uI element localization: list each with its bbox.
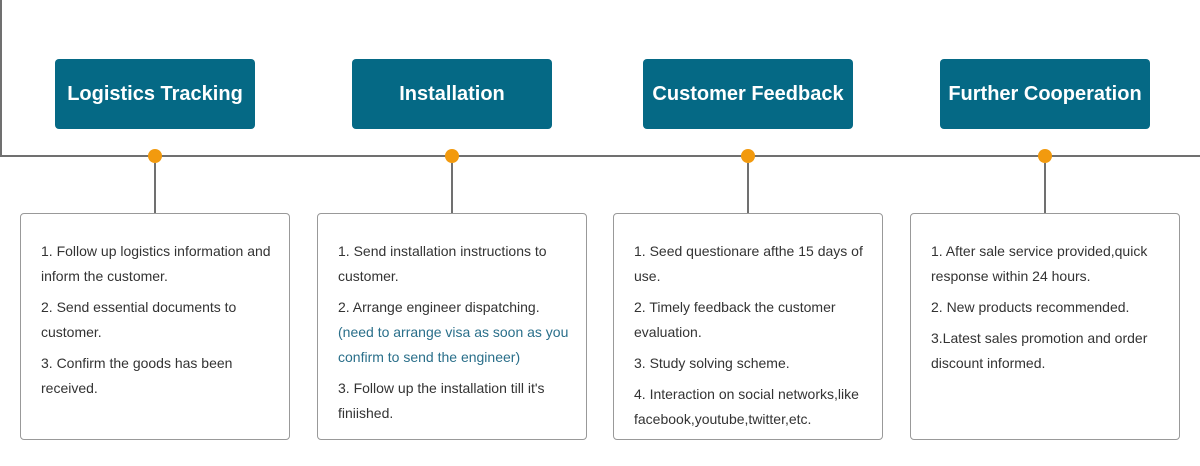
connector-line [747, 163, 749, 213]
list-item: 3.Latest sales promotion and order disco… [931, 330, 1148, 371]
list-item-text: 2. Arrange engineer dispatching. [338, 299, 540, 315]
visa-note: (need to arrange visa as soon as you con… [338, 324, 569, 365]
stage-card-logistics-tracking: 1. Follow up logistics information and i… [20, 213, 290, 440]
list-item: 2. Arrange engineer dispatching. (need t… [338, 295, 580, 370]
connector-line [154, 163, 156, 213]
stage-title-further-cooperation: Further Cooperation [940, 59, 1150, 129]
timeline-dot [445, 149, 459, 163]
list-item: 3. Study solving scheme. [634, 355, 790, 371]
timeline-dot [1038, 149, 1052, 163]
stage-card-customer-feedback: 1. Seed questionare afthe 15 days of use… [613, 213, 883, 440]
list-item: 2. Timely feedback the customer evaluati… [634, 299, 836, 340]
stage-title-logistics-tracking: Logistics Tracking [55, 59, 255, 129]
stage-title-installation: Installation [352, 59, 552, 129]
list-item: 1. Follow up logistics information and i… [41, 243, 271, 284]
stage-title-customer-feedback: Customer Feedback [643, 59, 853, 129]
connector-line [1044, 163, 1046, 213]
stage-card-further-cooperation: 1. After sale service provided,quick res… [910, 213, 1180, 440]
timeline-left-line [0, 0, 2, 157]
list-item: 2. Send essential documents to customer. [41, 299, 237, 340]
stage-card-installation: 1. Send installation instructions to cus… [317, 213, 587, 440]
list-item: 2. New products recommended. [931, 299, 1130, 315]
list-item: 3. Confirm the goods has been received. [41, 355, 233, 396]
connector-line [451, 163, 453, 213]
timeline-dot [148, 149, 162, 163]
list-item: 1. Send installation instructions to cus… [338, 243, 547, 284]
list-item: 1. After sale service provided,quick res… [931, 243, 1148, 284]
timeline-dot [741, 149, 755, 163]
timeline-line [0, 155, 1200, 157]
list-item: 4. Interaction on social networks,like f… [634, 386, 859, 427]
list-item: 1. Seed questionare afthe 15 days of use… [634, 243, 863, 284]
list-item: 3. Follow up the installation till it's … [338, 380, 545, 421]
